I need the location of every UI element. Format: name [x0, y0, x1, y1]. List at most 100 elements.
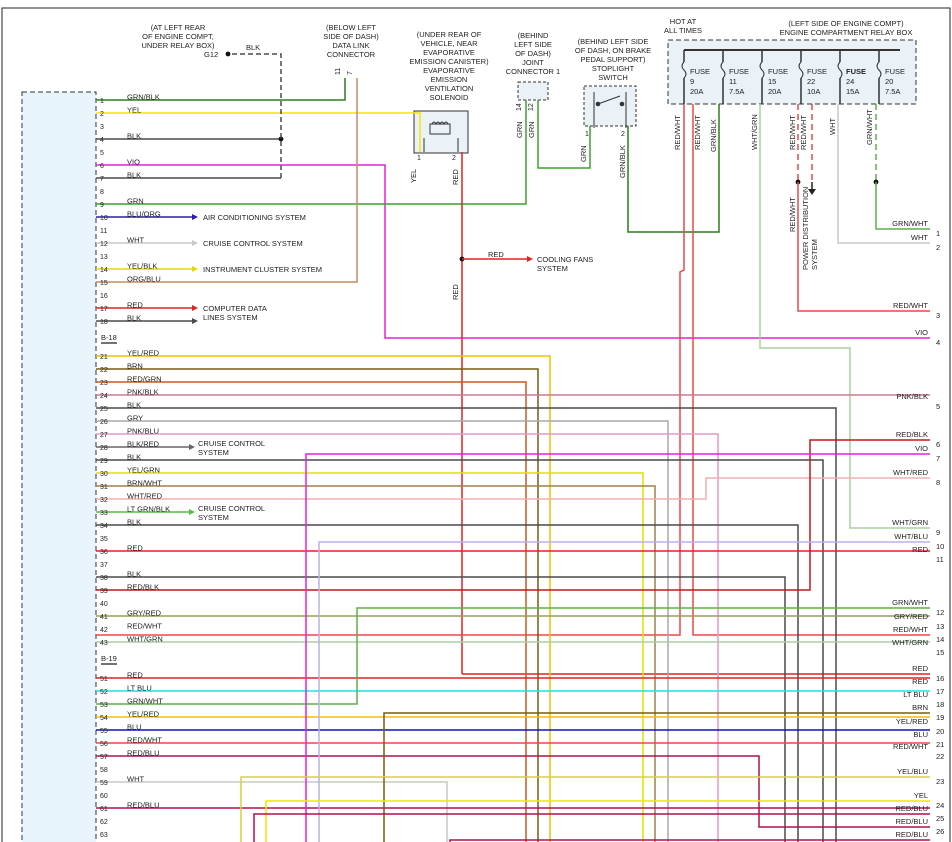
output-wire-label: RED/BLK: [896, 430, 928, 439]
wire-59: [96, 781, 448, 842]
ecm-wire-label: RED/WHT: [127, 736, 162, 745]
ecm-wire-label: BLU/ORG: [127, 210, 161, 219]
wire-38: [96, 576, 786, 842]
wire-29: [96, 459, 824, 842]
ecm-pin-number: 2: [100, 111, 104, 118]
output-pin-number: 26: [936, 827, 944, 836]
output-wire-label: BLU: [913, 730, 928, 739]
fuse-label: FUSE: [768, 67, 788, 76]
wire-34: [96, 524, 799, 842]
fuse9b-wire-label: RED/WHT: [693, 115, 702, 150]
output-pin-number: 8: [936, 478, 940, 487]
output-pin-number: 14: [936, 635, 944, 644]
wire-fuse9b: [692, 104, 930, 636]
fuse-number: 24: [846, 77, 854, 86]
fuse11-wire-label: GRN/BLK: [709, 119, 718, 152]
ecm-pin-number: 51: [100, 676, 108, 683]
output-pin-number: 7: [936, 454, 940, 463]
output-pin-number: 4: [936, 338, 940, 347]
wire-grn-blk: [96, 78, 346, 101]
output-pin-number: 6: [936, 440, 940, 449]
fuse-rating: 7.5A: [729, 87, 744, 96]
output-wire-label: PNK/BLK: [896, 392, 928, 401]
output-pin-number: 5: [936, 402, 940, 411]
fuse-label: FUSE: [846, 67, 866, 76]
arrow-down-icon: [808, 189, 816, 195]
ecm-pin-number: 18: [100, 319, 108, 326]
ecm-wire-label: BLK: [127, 171, 141, 180]
output-pin-number: 9: [936, 528, 940, 537]
ecm-pin-number: 11: [100, 228, 107, 235]
ecm-pin-number: 12: [100, 241, 108, 248]
wire-yel-24: [265, 800, 930, 842]
fuse-rating: 15A: [846, 87, 859, 96]
dlc-pin-11: 11: [335, 68, 342, 75]
wire-grn-jc12: [537, 100, 591, 169]
ecm-pin-number: 39: [100, 588, 108, 595]
output-wire-label: GRN/WHT: [892, 219, 928, 228]
fuse9-wire-label: RED/WHT: [673, 115, 682, 150]
ecm-wire-label: WHT/GRN: [127, 635, 163, 644]
wire-32: [96, 477, 930, 500]
ecm-pin-number: 15: [100, 280, 108, 287]
ecm-pin-number: 35: [100, 536, 108, 543]
output-wire-label: RED/BLU: [895, 817, 928, 826]
fuse-icon: [759, 61, 765, 79]
g12-label: G12: [204, 50, 218, 59]
arrow-icon: [192, 240, 198, 246]
output-pin-number: 12: [936, 608, 944, 617]
output-pin-number: 17: [936, 687, 944, 696]
system-dest-label: INSTRUMENT CLUSTER SYSTEM: [203, 265, 322, 274]
wire-org-blu: [96, 78, 358, 283]
wire-red-blu-27: [449, 839, 930, 842]
output-wire-label: RED/WHT: [893, 625, 928, 634]
ecm-pin-number: 41: [100, 614, 108, 621]
wire-yel-blu-23: [240, 776, 930, 842]
fuse-icon: [798, 61, 804, 79]
ecm-pin-number: 1: [100, 98, 104, 105]
ecm-wire-label: GRY: [127, 414, 143, 423]
output-pin-number: 13: [936, 622, 944, 631]
wire-fuse20-out: [875, 182, 930, 230]
wire-21: [96, 355, 551, 842]
wire-fuse24: [837, 104, 930, 244]
fuse15-wire-label: WHT/GRN: [750, 114, 759, 150]
ecm-pin-number: 27: [100, 432, 108, 439]
ecm-pin-number: 63: [100, 832, 108, 839]
wire-27: [96, 433, 719, 842]
ecm-wire-label: RED/BLK: [127, 583, 159, 592]
ecm-pin-number: 43: [100, 640, 108, 647]
output-wire-label: BRN: [912, 703, 928, 712]
fuse-label: FUSE: [729, 67, 749, 76]
wire-25: [96, 407, 837, 842]
jc-grn-label: GRN: [515, 121, 524, 138]
output-wire-label: RED/BLU: [895, 804, 928, 813]
ecm-wire-label: ORG/BLU: [127, 275, 161, 284]
wire-red-blu-25: [253, 813, 930, 842]
output-pin-number: 24: [936, 801, 944, 810]
fuse-rating: 10A: [807, 87, 820, 96]
ecm-pin-number: 4: [100, 137, 104, 144]
ecm-pin-number: 13: [100, 254, 108, 261]
evap-pin-2: 2: [452, 155, 456, 162]
arrow-icon: [192, 214, 198, 220]
jc-pin-12: 12: [528, 103, 535, 111]
wire-grn: [96, 100, 527, 205]
fuse-number: 15: [768, 77, 776, 86]
ecm-wire-label: RED: [127, 671, 143, 680]
output-pin-number: 11: [936, 555, 944, 564]
ecm-wire-label: YEL/BLK: [127, 262, 157, 271]
ecm-pin-number: 23: [100, 380, 108, 387]
wire-yel: [96, 112, 421, 152]
stop-pin-2: 2: [621, 131, 625, 138]
ecm-pin-number: 17: [100, 306, 108, 313]
stop-grn-label: GRN: [579, 145, 588, 162]
ecm-pin-number: 62: [100, 819, 108, 826]
ecm-wire-label: BLK: [127, 401, 141, 410]
ecm-pin-number: 33: [100, 510, 108, 517]
ecm-wire-label: PNK/BLK: [127, 388, 159, 397]
